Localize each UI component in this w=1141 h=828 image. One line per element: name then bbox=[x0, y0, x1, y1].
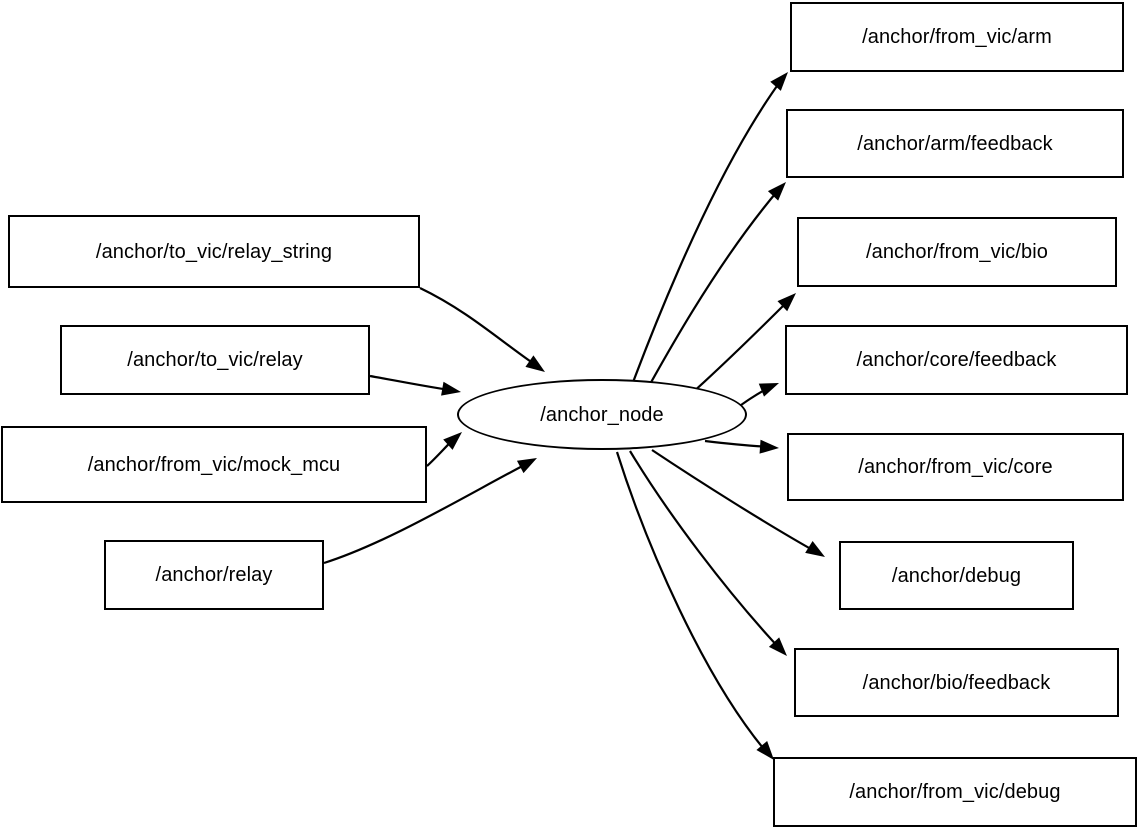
node-label: /anchor/to_vic/relay_string bbox=[95, 240, 333, 263]
node-box-subscriber[interactable]: /anchor/from_vic/debug bbox=[773, 757, 1137, 827]
arrowhead-icon bbox=[805, 540, 825, 557]
node-label: /anchor/relay bbox=[155, 564, 273, 586]
node-box-publisher[interactable]: /anchor/to_vic/relay bbox=[60, 325, 370, 395]
node-box-publisher[interactable]: /anchor/relay bbox=[104, 540, 324, 610]
arrowhead-icon bbox=[768, 637, 787, 656]
arrowhead-icon bbox=[758, 383, 779, 397]
arrowhead-icon bbox=[516, 458, 537, 474]
node-label: /anchor/from_vic/mock_mcu bbox=[87, 453, 341, 476]
edge-incoming bbox=[426, 435, 458, 467]
arrowhead-icon bbox=[777, 293, 796, 312]
node-box-publisher[interactable]: /anchor/to_vic/relay_string bbox=[8, 215, 420, 288]
arrowhead-icon bbox=[443, 432, 462, 450]
node-label: /anchor/from_vic/core bbox=[858, 456, 1053, 478]
node-label: /anchor/to_vic/relay bbox=[127, 349, 303, 371]
node-label: /anchor/from_vic/arm bbox=[862, 26, 1052, 48]
node-label: /anchor/from_vic/debug bbox=[849, 781, 1061, 803]
node-ellipse-center[interactable]: /anchor_node bbox=[457, 379, 747, 450]
edge-outgoing bbox=[629, 450, 782, 651]
edge-incoming bbox=[419, 287, 541, 369]
node-box-subscriber[interactable]: /anchor/from_vic/bio bbox=[797, 217, 1117, 287]
node-box-subscriber[interactable]: /anchor/arm/feedback bbox=[786, 109, 1124, 178]
arrowhead-icon bbox=[441, 381, 461, 396]
edge-outgoing bbox=[704, 439, 773, 449]
node-label: /anchor/debug bbox=[891, 564, 1022, 587]
edge-incoming bbox=[369, 374, 457, 393]
center-node-label: /anchor_node bbox=[540, 403, 664, 426]
node-box-subscriber[interactable]: /anchor/core/feedback bbox=[785, 325, 1128, 395]
arrowhead-icon bbox=[525, 355, 545, 372]
arrowhead-icon bbox=[767, 182, 786, 201]
node-label: /anchor/arm/feedback bbox=[857, 132, 1053, 155]
arrowhead-icon bbox=[759, 439, 779, 454]
node-box-subscriber[interactable]: /anchor/from_vic/core bbox=[787, 433, 1124, 501]
edge-outgoing bbox=[615, 451, 769, 755]
node-box-subscriber[interactable]: /anchor/bio/feedback bbox=[794, 648, 1119, 717]
node-label: /anchor/bio/feedback bbox=[862, 671, 1051, 694]
node-label: /anchor/core/feedback bbox=[856, 349, 1057, 371]
node-label: /anchor/from_vic/bio bbox=[865, 241, 1049, 263]
node-box-subscriber[interactable]: /anchor/from_vic/arm bbox=[790, 2, 1124, 72]
node-box-publisher[interactable]: /anchor/from_vic/mock_mcu bbox=[1, 426, 427, 503]
node-box-subscriber[interactable]: /anchor/debug bbox=[839, 541, 1074, 610]
